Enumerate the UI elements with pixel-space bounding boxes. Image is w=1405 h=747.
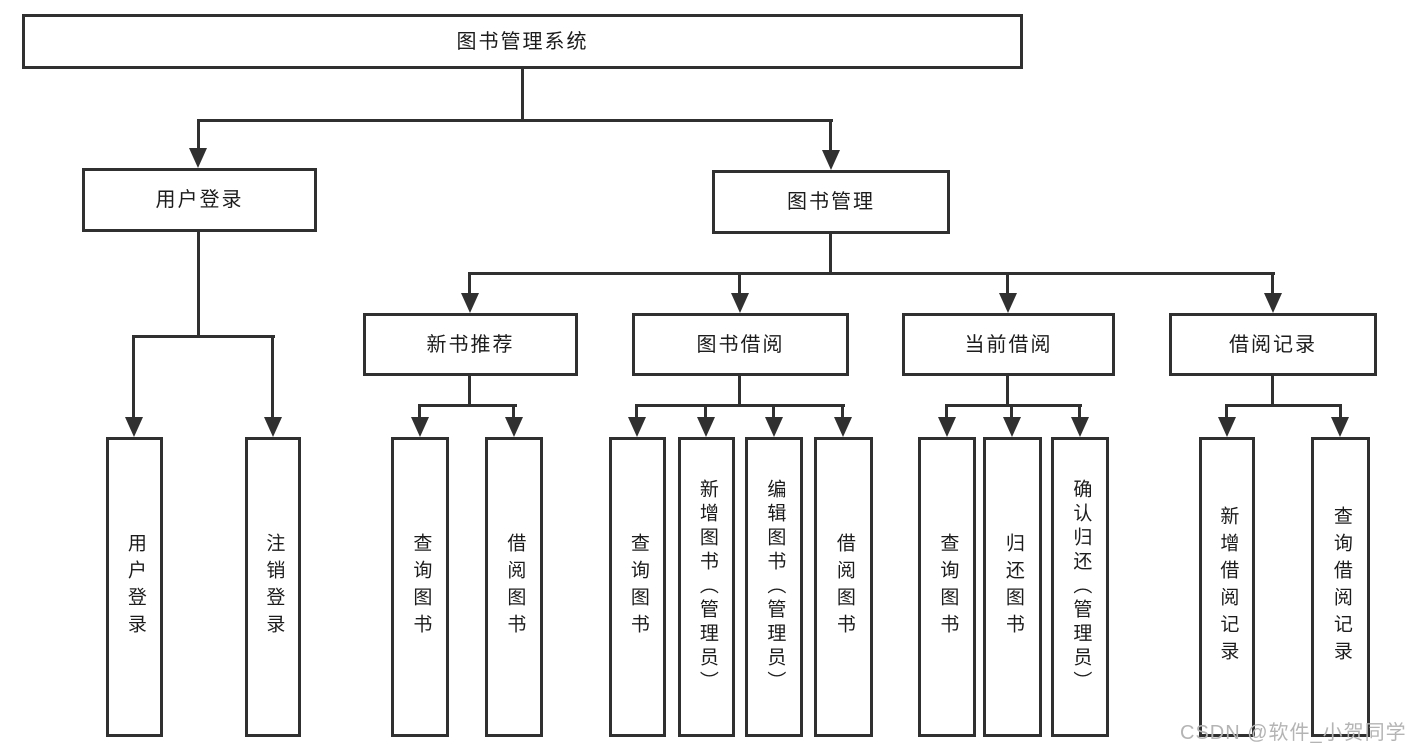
node-br-add-record: 新增借阅记录	[1199, 437, 1255, 737]
node-br-query-record: 查询借阅记录	[1311, 437, 1370, 737]
node-cb-return-books: 归还图书	[983, 437, 1042, 737]
connector-line	[1225, 404, 1342, 407]
connector-line	[1225, 404, 1228, 420]
node-cb-confirm-return: 确认归还（管理员）	[1051, 437, 1109, 737]
node-book-borrow: 图书借阅	[632, 313, 849, 376]
connector-line	[772, 404, 775, 420]
node-bb-borrow-books: 借阅图书	[814, 437, 873, 737]
arrow-down-icon	[938, 417, 956, 437]
connector-line	[521, 66, 524, 122]
connector-line	[635, 404, 845, 407]
connector-line	[945, 404, 1082, 407]
node-bb-edit-books: 编辑图书（管理员）	[745, 437, 803, 737]
connector-line	[468, 272, 1275, 275]
connector-line	[197, 231, 200, 338]
connector-line	[738, 375, 741, 407]
node-nb-query-books: 查询图书	[391, 437, 449, 737]
arrow-down-icon	[1003, 417, 1021, 437]
node-new-books: 新书推荐	[363, 313, 578, 376]
csdn-watermark: CSDN @软件_小贺同学	[1180, 722, 1405, 744]
arrow-down-icon	[765, 417, 783, 437]
connector-line	[468, 272, 471, 295]
node-user-login-leaf: 用户登录	[106, 437, 163, 737]
arrow-down-icon	[1331, 417, 1349, 437]
connector-line	[1006, 272, 1009, 295]
connector-line	[829, 233, 832, 275]
connector-line	[197, 119, 200, 150]
connector-line	[1078, 404, 1081, 420]
connector-line	[829, 119, 832, 152]
arrow-down-icon	[189, 148, 207, 168]
connector-line	[271, 335, 274, 419]
connector-line	[1271, 272, 1274, 295]
node-bb-query-books: 查询图书	[609, 437, 666, 737]
node-cb-query-books: 查询图书	[918, 437, 976, 737]
connector-line	[841, 404, 844, 420]
arrow-down-icon	[411, 417, 429, 437]
connector-line	[132, 335, 135, 419]
connector-line	[738, 272, 741, 295]
connector-line	[1010, 404, 1013, 420]
connector-line	[197, 119, 833, 122]
connector-line	[132, 335, 275, 338]
arrow-down-icon	[1218, 417, 1236, 437]
arrow-down-icon	[731, 293, 749, 313]
connector-line	[635, 404, 638, 420]
arrow-down-icon	[834, 417, 852, 437]
connector-line	[512, 404, 515, 420]
connector-line	[1271, 375, 1274, 407]
arrow-down-icon	[264, 417, 282, 437]
node-current-borrow: 当前借阅	[902, 313, 1115, 376]
connector-line	[945, 404, 948, 420]
arrow-down-icon	[1264, 293, 1282, 313]
arrow-down-icon	[125, 417, 143, 437]
arrow-down-icon	[822, 150, 840, 170]
node-bb-add-books: 新增图书（管理员）	[678, 437, 735, 737]
connector-line	[418, 404, 517, 407]
connector-line	[418, 404, 421, 420]
connector-line	[1339, 404, 1342, 420]
node-book-mgmt: 图书管理	[712, 170, 950, 234]
arrow-down-icon	[505, 417, 523, 437]
connector-line	[468, 375, 471, 407]
connector-line	[1006, 375, 1009, 407]
arrow-down-icon	[999, 293, 1017, 313]
node-logout-leaf: 注销登录	[245, 437, 301, 737]
node-borrow-records: 借阅记录	[1169, 313, 1377, 376]
arrow-down-icon	[697, 417, 715, 437]
node-user-login: 用户登录	[82, 168, 317, 232]
node-root: 图书管理系统	[22, 14, 1023, 69]
arrow-down-icon	[461, 293, 479, 313]
node-nb-borrow-books: 借阅图书	[485, 437, 543, 737]
arrow-down-icon	[628, 417, 646, 437]
arrow-down-icon	[1071, 417, 1089, 437]
connector-line	[704, 404, 707, 420]
